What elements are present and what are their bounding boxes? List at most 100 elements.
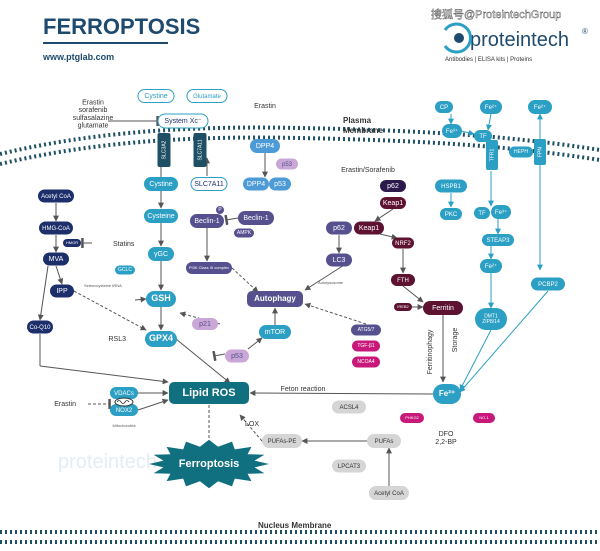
- node-label: Beclin-1: [194, 218, 219, 225]
- plasma-membrane-label: Plasma Membrane: [343, 116, 384, 135]
- pathway-arrow: [486, 113, 492, 131]
- node-label-line: Fe²⁺: [534, 104, 546, 111]
- label-statins-line: Statins: [113, 241, 135, 248]
- node-label-line: GSH: [151, 293, 171, 303]
- node-label: NRF2: [395, 241, 411, 247]
- node-p21: p21: [192, 318, 218, 330]
- node-label-line: mTOR: [265, 329, 285, 336]
- node-label: Fe²⁺: [485, 104, 497, 111]
- node-label: p53: [282, 162, 293, 168]
- node-label: NO-1: [479, 415, 489, 420]
- node-slc3a2: SLC3A2: [157, 133, 171, 167]
- brand-logo: proteintech: [470, 29, 569, 51]
- label-selenocysteine-line: Selenocysteine tRNA: [84, 283, 122, 288]
- node-ygc: γGC: [148, 247, 174, 261]
- node-label-line: TGF-β1: [357, 343, 375, 349]
- node-lpcat3: LPCAT3: [332, 459, 366, 473]
- node-fe2-top: Fe²⁺: [480, 100, 502, 114]
- node-label: Cystine: [144, 93, 167, 100]
- node-label: p53: [274, 181, 286, 188]
- node-shape: [146, 291, 176, 307]
- label-inhibitor-stack-line: glutamate: [78, 122, 109, 129]
- pathway-arrow: [134, 296, 147, 303]
- label-erastin-left: Erastin: [54, 401, 76, 408]
- node-label-line: TF: [478, 211, 486, 217]
- pathway-arrow: [460, 129, 475, 136]
- node-ampk: AMPK: [234, 228, 254, 238]
- node-label-line: SLC7A11: [194, 181, 224, 188]
- node-shape: [352, 356, 380, 368]
- node-shape: [394, 303, 412, 311]
- node-shape: [400, 413, 424, 423]
- node-ferritin: Ferritin: [423, 301, 463, 315]
- node-label-line: Ferroptosis: [179, 458, 240, 470]
- label-rsl3-line: RSL3: [108, 336, 126, 343]
- node-shape: [474, 207, 490, 219]
- node-label: TF: [479, 134, 487, 140]
- node-fpn: FPN: [534, 139, 546, 165]
- node-acsl4: ACSL4: [332, 400, 366, 414]
- pathway-arrow: [212, 350, 226, 362]
- node-p53-mid: p53: [225, 349, 249, 363]
- mitochondria-crista: [116, 400, 130, 404]
- node-dpp4-top: DPP4: [250, 139, 280, 153]
- node-coq10: Co-Q10: [27, 320, 53, 334]
- nucleus-membrane: [0, 530, 600, 544]
- node-shape: [243, 177, 269, 191]
- node-label: Fe³⁺: [495, 209, 507, 216]
- node-lipid-ros: Lipid ROS: [169, 382, 249, 404]
- node-label-line: Fe²⁺: [439, 389, 455, 398]
- node-label: Fe³⁺: [446, 128, 458, 135]
- node-label-line: p21: [199, 321, 211, 328]
- node-label: HMGR: [66, 240, 78, 245]
- node-label-line: HMG-CoA: [42, 226, 70, 232]
- node-label-line: HSPB1: [441, 184, 461, 190]
- node-shape: [63, 239, 81, 247]
- node-cystine: Cystine: [144, 177, 178, 191]
- node-label-line: VDACs: [114, 391, 134, 397]
- node-label: FTH: [397, 278, 409, 284]
- label-erastin-top-line: Erastin: [254, 103, 276, 110]
- label-lox: LOX: [245, 421, 259, 428]
- node-label-line: Fe²⁺: [485, 104, 497, 111]
- node-shape: [110, 404, 138, 416]
- node-shape: [190, 214, 224, 228]
- pathway-arrow: [55, 265, 64, 285]
- node-label-line: p53: [274, 181, 286, 188]
- node-label: Cysteine: [147, 213, 174, 220]
- node-label-line: Autophagy: [254, 294, 296, 303]
- node-shape: [482, 234, 514, 246]
- node-pufas: PUFAs: [367, 434, 401, 448]
- node-cystine-top: Cystine: [137, 89, 175, 103]
- node-shape: [440, 208, 462, 220]
- node-fe2-endo: Fe²⁺: [480, 259, 502, 273]
- node-label-line: DPP4: [256, 143, 274, 150]
- node-label: p53: [231, 353, 243, 360]
- node-label-line: p62: [387, 183, 399, 190]
- node-label-line: γGC: [154, 251, 168, 258]
- node-label: γGC: [154, 251, 168, 258]
- node-label-line: STEAP3: [486, 238, 510, 244]
- node-label: Fe²⁺: [439, 389, 455, 398]
- node-cp: CP: [435, 101, 453, 113]
- node-shape: [144, 177, 178, 191]
- node-shape: [186, 262, 232, 274]
- node-shape: [259, 325, 291, 339]
- node-label-line: NRF2: [395, 241, 411, 247]
- node-label: Acetyl CoA: [41, 194, 71, 200]
- node-shape: [225, 349, 249, 363]
- label-ferritinophagy: Ferritinophagy: [427, 329, 434, 374]
- node-label: mTOR: [265, 329, 285, 336]
- node-shape: [250, 139, 280, 153]
- node-label: PI3K Class III complex: [189, 265, 229, 270]
- node-label: NCOA4: [357, 359, 374, 365]
- node-shape: [442, 124, 462, 138]
- node-label: Acetyl CoA: [374, 491, 404, 497]
- node-label: LPCAT3: [338, 464, 361, 470]
- node-shape: [326, 221, 352, 235]
- node-shape: [392, 237, 414, 249]
- node-label: PUFAs: [375, 439, 394, 445]
- node-shape: [27, 320, 53, 334]
- node-label-line: Fe²⁺: [485, 263, 497, 270]
